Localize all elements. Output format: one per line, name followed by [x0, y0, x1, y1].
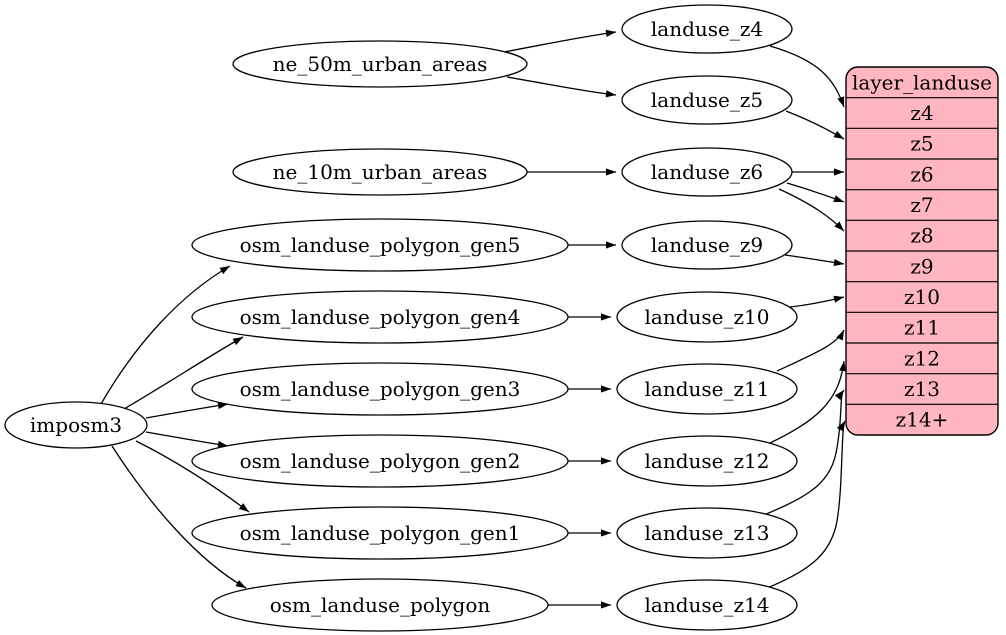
node-ellipse [621, 220, 793, 270]
node-landuse_z4: landuse_z4 [621, 4, 793, 54]
node-ne_50m_urban_areas: ne_50m_urban_areas [232, 40, 528, 88]
node-landuse_z6: landuse_z6 [621, 147, 793, 197]
table-row-z12: z12 [904, 346, 940, 370]
table-row-z13: z13 [904, 377, 940, 401]
node-label: landuse_z10 [645, 305, 770, 329]
node-label: landuse_z4 [651, 17, 763, 41]
node-landuse_z5: landuse_z5 [621, 75, 793, 125]
edge-landuse_z10-layer_landuse-z10 [789, 295, 845, 308]
node-layer_landuse-table: layer_landuse z4 z5 z6 z7 z8 z9 z10 z11 … [845, 66, 999, 436]
node-ellipse [621, 147, 793, 197]
node-ellipse [616, 363, 798, 415]
edge-landuse_z6-layer_landuse-z8 [778, 188, 845, 232]
node-ellipse [191, 218, 569, 272]
table-title: layer_landuse [852, 70, 992, 94]
table-row-z7: z7 [910, 193, 933, 217]
node-label: osm_landuse_polygon_gen2 [240, 449, 521, 473]
edge-ne_50m_urban_areas-landuse_z5 [506, 76, 617, 98]
table-row-z6: z6 [910, 162, 933, 186]
edge-landuse_z12-layer_landuse-z12 [767, 360, 847, 445]
table-row-z4: z4 [910, 101, 933, 125]
node-label: osm_landuse_polygon_gen1 [240, 521, 521, 545]
table-row-z10: z10 [904, 285, 940, 309]
node-ellipse [191, 434, 569, 488]
edge-landuse_z11-layer_landuse-z11 [776, 329, 845, 372]
node-label: osm_landuse_polygon [270, 593, 491, 617]
node-ellipse [4, 401, 148, 449]
node-landuse_z11: landuse_z11 [616, 363, 798, 415]
node-osm_landuse_polygon_gen5: osm_landuse_polygon_gen5 [191, 218, 569, 272]
node-imposm3: imposm3 [4, 401, 148, 449]
edge-imposm3-osm_landuse_polygon_gen3 [145, 402, 229, 419]
node-ellipse [232, 148, 528, 196]
edge-landuse_z6-layer_landuse-z7 [786, 182, 845, 203]
table-row-z5: z5 [910, 132, 933, 156]
node-ne_10m_urban_areas: ne_10m_urban_areas [232, 148, 528, 196]
node-osm_landuse_polygon_gen2: osm_landuse_polygon_gen2 [191, 434, 569, 488]
edge-imposm3-osm_landuse_polygon_gen5 [100, 265, 231, 405]
node-label: landuse_z11 [645, 377, 770, 401]
node-label: landuse_z13 [645, 521, 770, 545]
node-ellipse [616, 435, 798, 487]
node-label: osm_landuse_polygon_gen4 [240, 305, 521, 329]
node-label: ne_10m_urban_areas [273, 160, 488, 184]
edge-ne_50m_urban_areas-landuse_z4 [503, 29, 617, 53]
node-label: imposm3 [30, 413, 122, 437]
table-row-z11: z11 [904, 316, 940, 340]
node-label: osm_landuse_polygon_gen3 [240, 377, 521, 401]
edge-landuse_z14-layer_landuse-z14plus [759, 420, 846, 592]
edge-landuse_z13-layer_landuse-z13 [756, 389, 845, 519]
node-ellipse [616, 507, 798, 559]
node-osm_landuse_polygon_gen1: osm_landuse_polygon_gen1 [191, 506, 569, 560]
node-ellipse [211, 578, 549, 632]
node-label: landuse_z12 [645, 449, 770, 473]
edge-imposm3-osm_landuse_polygon_gen2 [145, 431, 229, 448]
node-label: landuse_z9 [651, 233, 763, 257]
edge-landuse_z5-layer_landuse-z5 [785, 110, 845, 140]
node-landuse_z12: landuse_z12 [616, 435, 798, 487]
edge-imposm3-osm_landuse_polygon [111, 445, 247, 589]
node-ellipse [191, 290, 569, 344]
node-label: landuse_z5 [651, 88, 763, 112]
node-label: ne_50m_urban_areas [273, 52, 488, 76]
node-landuse_z14: landuse_z14 [616, 579, 798, 631]
edge-landuse_z4-layer_landuse-z4 [769, 45, 845, 108]
edge-imposm3-osm_landuse_polygon_gen1 [135, 440, 250, 513]
node-ellipse [621, 4, 793, 54]
node-landuse_z9: landuse_z9 [621, 220, 793, 270]
node-ellipse [616, 579, 798, 631]
node-ellipse [621, 75, 793, 125]
edge-imposm3-osm_landuse_polygon_gen4 [123, 336, 244, 410]
node-landuse_z10: landuse_z10 [616, 291, 798, 343]
edge-landuse_z9-layer_landuse-z9 [784, 254, 845, 267]
node-ellipse [191, 362, 569, 416]
node-label: osm_landuse_polygon_gen5 [240, 233, 521, 257]
node-landuse_z13: landuse_z13 [616, 507, 798, 559]
node-label: landuse_z14 [645, 593, 770, 617]
node-ellipse [232, 40, 528, 88]
table-row-z8: z8 [910, 224, 933, 248]
node-label: landuse_z6 [651, 160, 763, 184]
node-osm_landuse_polygon_gen3: osm_landuse_polygon_gen3 [191, 362, 569, 416]
node-ellipse [616, 291, 798, 343]
node-osm_landuse_polygon_gen4: osm_landuse_polygon_gen4 [191, 290, 569, 344]
table-row-z9: z9 [910, 254, 933, 278]
node-osm_landuse_polygon: osm_landuse_polygon [211, 578, 549, 632]
table-row-z14plus: z14+ [896, 408, 949, 432]
node-ellipse [191, 506, 569, 560]
